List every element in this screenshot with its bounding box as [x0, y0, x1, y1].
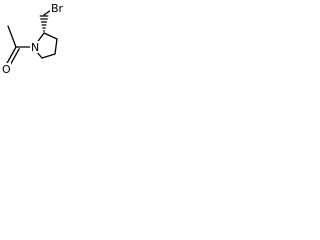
nitrogen-label: N	[31, 41, 39, 54]
structure-canvas: O N Br	[0, 0, 69, 75]
bond-methyl-carbonyl	[7, 25, 17, 48]
bond-ring-c2-c3	[43, 32, 58, 40]
bond-ring-c4-c5	[41, 53, 56, 59]
bonds	[5, 9, 58, 68]
bromine-label: Br	[51, 2, 64, 15]
bond-ring-c3-c4	[54, 38, 58, 55]
bond-methylene-bromine	[43, 9, 52, 16]
hashed-wedge-bond	[39, 15, 49, 32]
molecule-diagram: O N Br	[1, 2, 68, 75]
atom-labels: O N Br	[1, 2, 68, 75]
oxygen-label: O	[2, 63, 11, 75]
bond-carbonyl-oxygen-1	[5, 46, 17, 66]
